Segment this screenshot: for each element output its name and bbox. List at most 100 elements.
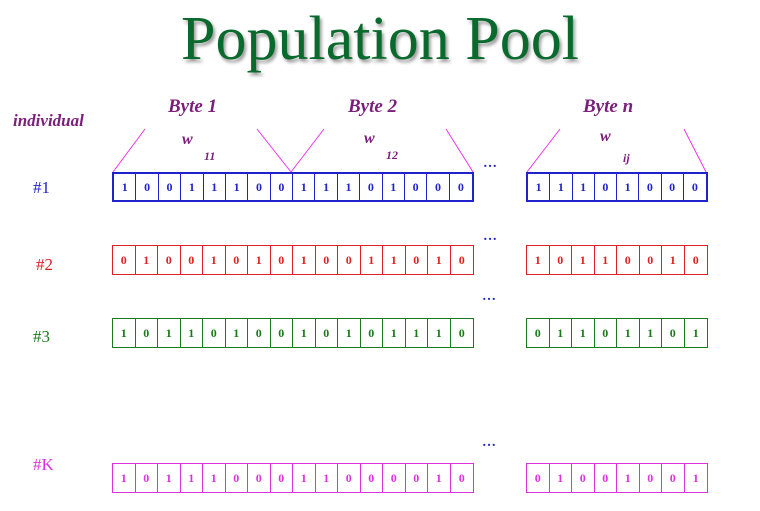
bit-cell: 1 — [428, 246, 451, 274]
bit-cell: 0 — [617, 246, 640, 274]
bit-cell: 0 — [527, 464, 550, 492]
byte2-bracket-right — [445, 128, 474, 173]
bit-cell: 1 — [136, 246, 158, 274]
bit-cell: 1 — [181, 174, 204, 200]
w12-label: w 12 — [364, 130, 398, 162]
page-title: Population Pool — [181, 5, 579, 73]
byte2-label: Byte 2 — [348, 96, 398, 117]
ellipsis: … — [482, 435, 497, 450]
bit-cell: 1 — [617, 174, 640, 200]
ellipsis: … — [482, 289, 497, 304]
bit-cell: 0 — [248, 319, 271, 347]
bit-cell: 0 — [427, 174, 450, 200]
byten-bracket-left — [526, 128, 561, 173]
bit-cell: 0 — [248, 464, 271, 492]
bit-cell: 0 — [338, 246, 361, 274]
bit-cell: 1 — [383, 174, 405, 200]
bit-cell: 1 — [203, 246, 226, 274]
bit-cell: 1 — [662, 246, 685, 274]
bit-cell: 1 — [550, 174, 573, 200]
bit-cell: 0 — [383, 464, 406, 492]
bit-cell: 0 — [271, 319, 293, 347]
bit-cell: 1 — [640, 319, 662, 347]
bit-cell: 0 — [136, 464, 158, 492]
bit-cell: 0 — [527, 319, 550, 347]
bit-cell: 1 — [181, 464, 203, 492]
bit-cell: 0 — [572, 464, 595, 492]
bit-cell: 1 — [226, 174, 249, 200]
byte1-bracket-left — [112, 128, 146, 173]
bit-cell: 1 — [293, 246, 316, 274]
bit-cell: 0 — [316, 319, 338, 347]
bit-cell: 1 — [181, 319, 203, 347]
ellipsis: … — [483, 156, 498, 171]
byte2-bracket-left — [290, 128, 325, 173]
bit-cell: 0 — [640, 246, 662, 274]
bit-cell: 1 — [204, 174, 226, 200]
bit-cell: 1 — [383, 246, 406, 274]
bit-cell: 0 — [361, 464, 383, 492]
bit-cell: 0 — [271, 246, 293, 274]
bit-cell: 0 — [203, 319, 226, 347]
bit-cell: 1 — [293, 319, 316, 347]
bit-cell: 0 — [692, 252, 699, 267]
w-letter: w — [182, 131, 193, 148]
bit-cell: 1 — [113, 464, 136, 492]
byten-bracket-right — [683, 128, 707, 173]
bit-cell: 1 — [158, 319, 181, 347]
bit-cell: 0 — [406, 464, 428, 492]
bit-cell: 1 — [550, 464, 572, 492]
ellipsis: … — [483, 229, 498, 244]
bit-cell: 1 — [572, 319, 595, 347]
w-letter: w — [364, 130, 375, 147]
byten-label: Byte n — [583, 96, 634, 117]
row-label: #2 — [36, 255, 53, 274]
bit-cell: 0 — [360, 174, 383, 200]
bit-cell: 1 — [595, 246, 617, 274]
bit-cell: 0 — [316, 246, 338, 274]
bit-cell: 0 — [662, 464, 685, 492]
bit-cell: 1 — [428, 464, 451, 492]
bit-cell: 0 — [136, 319, 158, 347]
bit-cell: 1 — [226, 319, 248, 347]
wij-label: w ij — [600, 128, 630, 165]
bit-cell: 0 — [640, 464, 662, 492]
bit-cell: 1 — [428, 319, 451, 347]
bit-cell: 0 — [405, 174, 428, 200]
bit-cell: 1 — [550, 319, 572, 347]
bit-cell: 1 — [406, 319, 428, 347]
w12-subscript: 12 — [386, 148, 398, 162]
bit-cell: 1 — [338, 174, 361, 200]
bit-cell: 1 — [527, 246, 550, 274]
bit-cell: 1 — [113, 319, 136, 347]
bit-cell: 0 — [595, 319, 617, 347]
bit-cell: 0 — [361, 319, 383, 347]
bit-cell: 1 — [114, 174, 137, 200]
bit-cell: 1 — [617, 464, 640, 492]
bit-cell: 0 — [406, 246, 428, 274]
w-letter: w — [600, 128, 611, 145]
bit-cell: 1 — [316, 464, 338, 492]
bit-cell: 0 — [248, 174, 271, 200]
row-label: #1 — [33, 178, 50, 197]
bit-cell: 1 — [248, 246, 271, 274]
bit-cell: 0 — [136, 174, 159, 200]
bit-cell: 0 — [226, 246, 248, 274]
bit-cell: 0 — [691, 179, 698, 194]
bit-cell: 0 — [457, 179, 464, 194]
bit-cell: 0 — [458, 470, 465, 485]
bit-cell: 1 — [692, 470, 699, 485]
bit-cell: 1 — [293, 464, 316, 492]
bit-cell: 0 — [595, 464, 617, 492]
bit-cell: 1 — [572, 246, 595, 274]
bit-cell: 1 — [338, 319, 361, 347]
bit-cell: 1 — [692, 325, 699, 340]
